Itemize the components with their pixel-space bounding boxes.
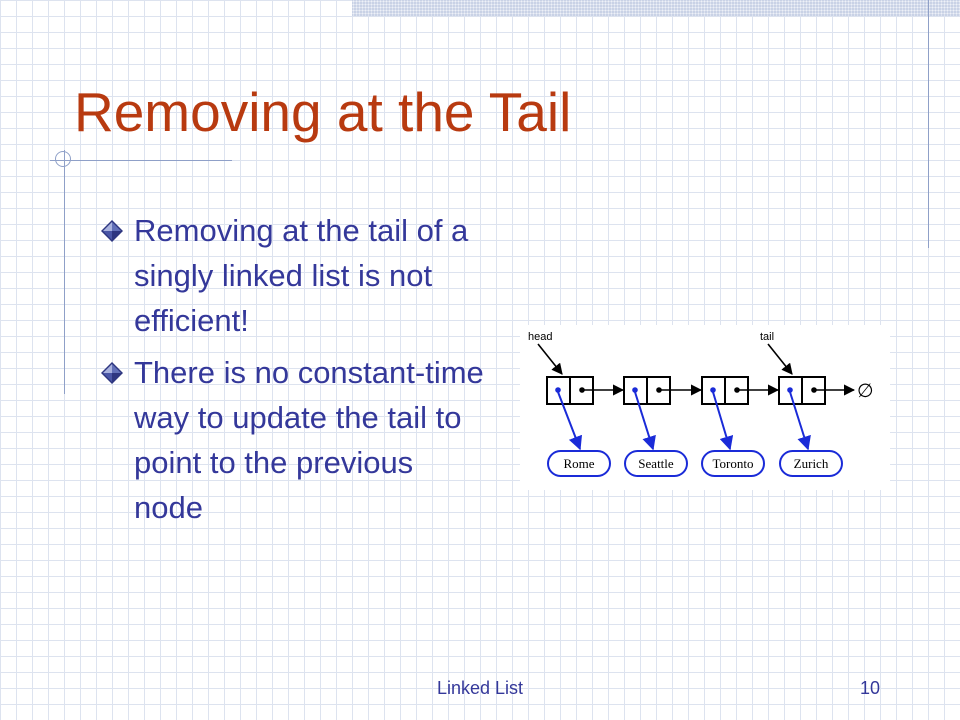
null-icon: ∅ (857, 380, 874, 402)
top-decorative-band (352, 0, 960, 16)
element-box: Rome (547, 450, 611, 477)
element-label: Toronto (713, 456, 754, 471)
footer-title: Linked List (436, 678, 524, 698)
element-link (789, 391, 811, 451)
bullet-text: There is no constant-time way to update … (134, 355, 484, 525)
element-box: Seattle (624, 450, 688, 477)
title-underline (50, 160, 232, 161)
decorative-vertical-line-left (64, 150, 65, 394)
bullet-list: Removing at the tail of a singly linked … (100, 208, 490, 537)
element-label: Rome (563, 456, 594, 471)
slide-title: Removing at the Tail (74, 81, 572, 143)
element-label: Zurich (794, 456, 829, 471)
head-pointer (537, 343, 563, 375)
tail-pointer (767, 343, 793, 375)
element-link (712, 391, 734, 451)
element-link (634, 391, 656, 451)
element-box: Zurich (779, 450, 843, 477)
tail-label: tail (760, 331, 774, 343)
element-box: Toronto (701, 450, 765, 477)
decorative-vertical-line-right (928, 0, 929, 248)
diamond-bullet-icon (101, 220, 123, 242)
linked-list-diagram: head tail ∅ Rome (520, 325, 890, 490)
element-label: Seattle (638, 456, 674, 471)
head-label: head (528, 331, 552, 343)
bullet-text: Removing at the tail of a singly linked … (134, 213, 469, 338)
diamond-bullet-icon (101, 362, 123, 384)
bullet-item: Removing at the tail of a singly linked … (100, 208, 490, 343)
decorative-circle (55, 151, 71, 167)
page-number: 10 (859, 678, 880, 698)
element-link (557, 391, 582, 451)
bullet-item: There is no constant-time way to update … (100, 350, 490, 530)
